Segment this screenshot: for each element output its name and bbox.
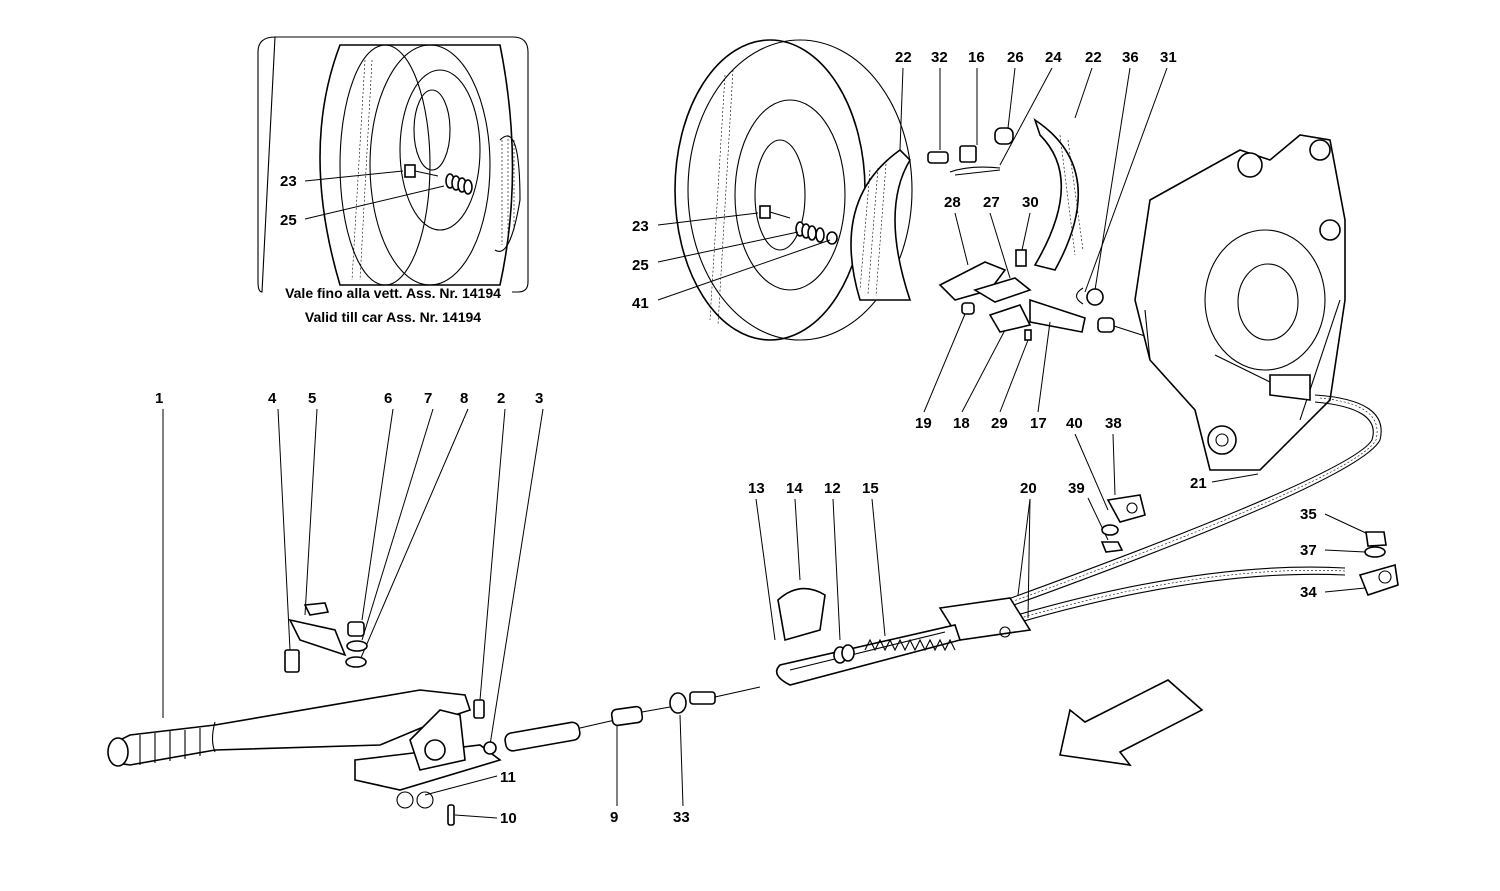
inset-brake-disc bbox=[319, 44, 521, 286]
front-cable-9 bbox=[504, 705, 671, 752]
callout-25: 25 bbox=[632, 257, 649, 274]
return-spring-24 bbox=[949, 166, 1001, 176]
callout-8: 8 bbox=[460, 390, 468, 407]
front-direction-arrow-icon bbox=[1059, 679, 1204, 767]
callout-29: 29 bbox=[991, 415, 1008, 432]
inset-caption-english: Valid till car Ass. Nr. 14194 bbox=[305, 309, 481, 325]
callout-5: 5 bbox=[308, 390, 316, 407]
screw-2 bbox=[473, 699, 485, 719]
spring-30 bbox=[1015, 249, 1027, 267]
nut-39 bbox=[1100, 541, 1124, 553]
pin-10 bbox=[447, 804, 455, 826]
callout-24: 24 bbox=[1045, 49, 1062, 66]
lever-plate-27 bbox=[973, 277, 1032, 303]
inset-spring-25 bbox=[445, 173, 473, 195]
washer-7 bbox=[346, 640, 368, 652]
adjuster-nut-16 bbox=[959, 145, 977, 163]
pin-29 bbox=[1024, 329, 1032, 341]
switch-4 bbox=[284, 649, 300, 673]
callout-15: 15 bbox=[862, 480, 879, 497]
washer-37 bbox=[1364, 546, 1386, 558]
callout-40: 40 bbox=[1066, 415, 1083, 432]
callout-20: 20 bbox=[1020, 480, 1037, 497]
nut-35 bbox=[1365, 531, 1387, 547]
callout-38: 38 bbox=[1105, 415, 1122, 432]
disc-spring-25 bbox=[795, 221, 838, 245]
callout-23: 23 bbox=[632, 218, 649, 235]
nut-6 bbox=[347, 621, 365, 637]
washer-8 bbox=[345, 656, 367, 668]
callout-30: 30 bbox=[1022, 194, 1039, 211]
screw-19 bbox=[961, 302, 975, 315]
bracket-38 bbox=[1106, 494, 1146, 523]
washer-36 bbox=[1086, 288, 1104, 306]
callout-25-inset: 25 bbox=[280, 212, 297, 229]
callout-31: 31 bbox=[1160, 49, 1177, 66]
lever-18 bbox=[988, 304, 1032, 333]
callout-19: 19 bbox=[915, 415, 932, 432]
brake-shoe-right-22 bbox=[1033, 118, 1084, 271]
disc-pin-23 bbox=[759, 205, 791, 219]
callout-34: 34 bbox=[1300, 584, 1317, 601]
cable-end-fitting bbox=[1097, 317, 1146, 337]
adjuster-screw-32 bbox=[927, 151, 949, 164]
callout-23-inset: 23 bbox=[280, 173, 297, 190]
callout-1: 1 bbox=[155, 390, 163, 407]
callout-35: 35 bbox=[1300, 506, 1317, 523]
callout-2: 2 bbox=[497, 390, 505, 407]
switch-bracket-5 bbox=[288, 618, 347, 657]
callout-36: 36 bbox=[1122, 49, 1139, 66]
equalizer-yoke-13 bbox=[775, 624, 962, 686]
cable-lever-17 bbox=[1029, 298, 1086, 333]
clip-3 bbox=[483, 741, 497, 755]
callout-28: 28 bbox=[944, 194, 961, 211]
inset-caption-italian: Vale fino alla vett. Ass. Nr. 14194 bbox=[285, 285, 501, 301]
callout-12: 12 bbox=[824, 480, 841, 497]
clip-31 bbox=[1075, 287, 1084, 305]
inset-pin-23 bbox=[404, 164, 439, 178]
callout-22-right: 22 bbox=[1085, 49, 1102, 66]
lever-base-plate bbox=[354, 709, 502, 809]
callout-41: 41 bbox=[632, 295, 649, 312]
callout-26: 26 bbox=[1007, 49, 1024, 66]
callout-16: 16 bbox=[968, 49, 985, 66]
inset-panel: 23 25 Vale fino alla vett. Ass. Nr. 1419… bbox=[257, 36, 529, 325]
bracket-34 bbox=[1358, 563, 1399, 596]
washer-40 bbox=[1101, 524, 1119, 536]
callout-27: 27 bbox=[983, 194, 1000, 211]
callout-11: 11 bbox=[500, 769, 516, 786]
rear-cable-21 bbox=[999, 354, 1382, 611]
nut-12 bbox=[833, 644, 855, 664]
callout-22-left: 22 bbox=[895, 49, 912, 66]
callout-39: 39 bbox=[1068, 480, 1085, 497]
callout-9: 9 bbox=[610, 809, 618, 826]
brake-shoe-left-22 bbox=[850, 148, 912, 301]
callout-17: 17 bbox=[1030, 415, 1047, 432]
small-nut bbox=[303, 602, 330, 616]
callout-37: 37 bbox=[1300, 542, 1317, 559]
hub-carrier bbox=[1134, 134, 1346, 471]
left-rear-cable bbox=[999, 566, 1346, 629]
callout-14: 14 bbox=[786, 480, 803, 497]
lever-bracket-28 bbox=[938, 261, 1007, 301]
callout-13: 13 bbox=[748, 480, 765, 497]
callout-10: 10 bbox=[500, 810, 517, 827]
callout-3: 3 bbox=[535, 390, 543, 407]
callout-18: 18 bbox=[953, 415, 970, 432]
cover-14 bbox=[777, 587, 826, 642]
adjuster-sleeve-26 bbox=[994, 127, 1014, 145]
callout-6: 6 bbox=[384, 390, 392, 407]
callout-7: 7 bbox=[424, 390, 432, 407]
spring-15 bbox=[864, 638, 956, 652]
callout-21: 21 bbox=[1190, 475, 1207, 492]
callout-33: 33 bbox=[673, 809, 690, 826]
callout-32: 32 bbox=[931, 49, 948, 66]
adjuster-33 bbox=[669, 686, 761, 714]
brake-disc-assembly bbox=[674, 39, 913, 341]
callout-4: 4 bbox=[268, 390, 277, 407]
